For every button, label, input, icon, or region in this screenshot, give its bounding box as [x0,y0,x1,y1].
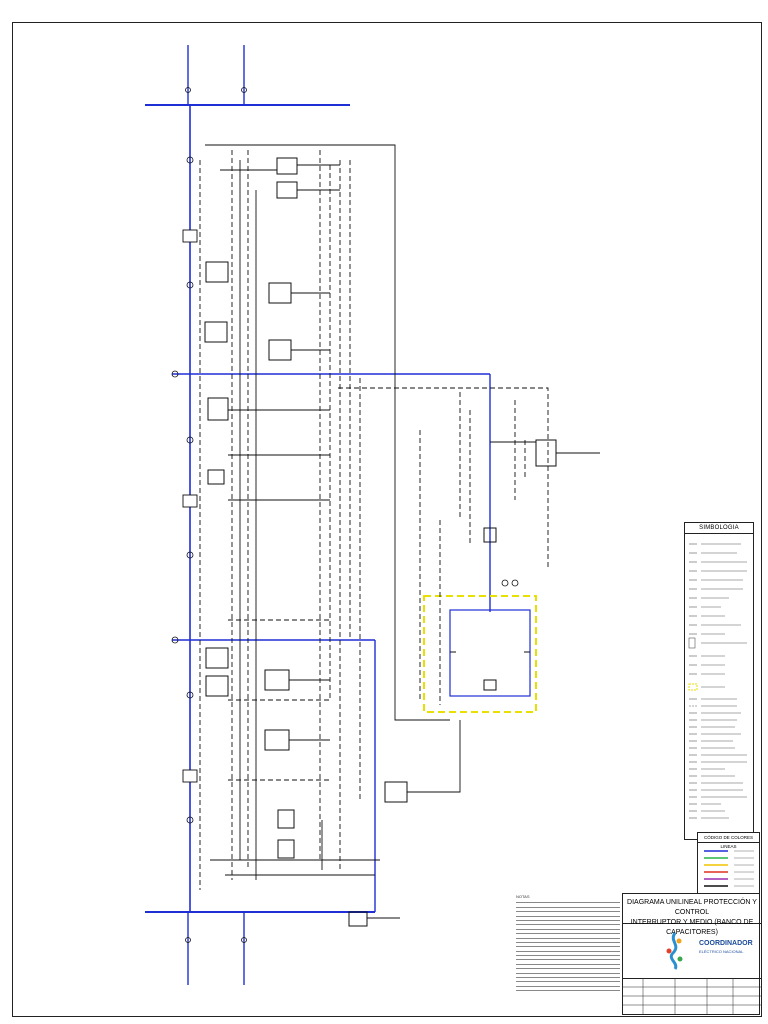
drawing-sheet-border [12,22,762,1017]
drawing-title-line2: INTERRUPTOR Y MEDIO (BANCO DE CAPACITORE… [630,919,754,936]
coordinador-logo-mark [666,932,683,970]
legend-symbols [688,543,747,819]
color-code-panel: CÓDIGO DE COLORES LINEAS [697,832,760,894]
logo-name: COORDINADOR [699,940,753,947]
legend-title: SIMBOLOGIA [685,523,753,534]
color-code-swatches [704,850,754,887]
title-block: DIAGRAMA UNILINEAL PROTECCIÓN Y CONTROL … [622,893,761,1015]
notes-block: NOTAS [516,894,620,1016]
drawing-title: DIAGRAMA UNILINEAL PROTECCIÓN Y CONTROL … [623,894,761,936]
coordinador-logo: COORDINADOR ELÉCTRICO NACIONAL [623,924,761,979]
neutral-ct [483,679,497,691]
notes-title: NOTAS [516,894,530,899]
capacitor-bank-enclosure [423,595,537,713]
legend-panel: SIMBOLOGIA [684,522,754,840]
revision-table [623,978,761,1014]
logo-subtitle: ELÉCTRICO NACIONAL [699,949,744,954]
drawing-title-line1: DIAGRAMA UNILINEAL PROTECCIÓN Y CONTROL [627,899,757,916]
color-code-title: CÓDIGO DE COLORES LINEAS [698,833,759,849]
